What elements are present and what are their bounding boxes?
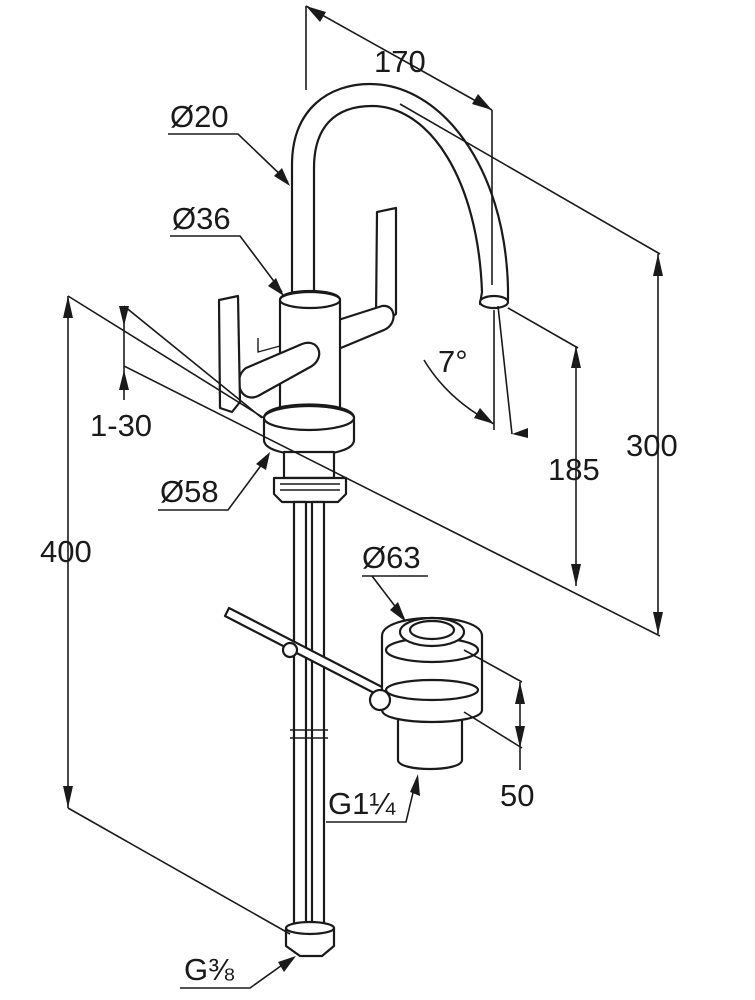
dim-7deg-arrow-a [474,408,494,424]
dim-300-arrow-b [653,612,663,634]
dim-50-ext-a [463,649,523,683]
right-lever-arm [330,304,395,352]
dim-g38-arrow [278,956,296,972]
label-total-height: 400 [40,534,92,569]
dimension-lines [63,5,663,989]
dim-185-arrow-b [571,564,581,586]
dim-d58-leader [158,455,269,511]
dim-400-arrow-a [63,296,73,318]
dim-d36-leader [170,235,283,293]
dim-1-30-arrow-a [119,306,129,326]
label-spout-angle: 7° [438,344,468,379]
hose-clip [290,729,328,739]
pop-up-waste [223,606,484,771]
waste-side-port [368,688,392,712]
dim-185-ext [507,307,579,349]
waste-lower-body [396,708,464,771]
label-spout-diameter: Ø20 [170,99,229,134]
dim-300-arrow-a [653,254,663,276]
dim-400-ext-bottom [67,807,291,935]
left-lever-pin [257,338,281,353]
dim-7deg-line [497,305,513,435]
nut-thread [280,483,340,491]
dim-400-ext-top [67,295,265,419]
rod-joint [281,641,299,659]
label-base-diameter: Ø58 [160,474,219,509]
deck-line-upper [123,305,263,419]
body-top [278,290,342,310]
right-lever [374,206,398,324]
dim-g114-arrow [410,774,420,796]
dim-400-arrow-b [63,786,73,808]
dim-170-arrow-b [472,94,492,110]
spout [290,82,510,306]
dimension-labels: 170 Ø20 Ø36 1-30 Ø58 400 7° 185 300 Ø63 … [40,44,678,987]
dim-170-line [305,5,493,111]
dim-d63-arrow [390,602,406,622]
deck-line-lower [123,365,661,637]
dim-50-ext-b [463,711,523,749]
dim-50-arrow-b [515,726,525,748]
dim-7deg-arrow-b [512,428,528,438]
label-outlet-height: 185 [548,452,600,487]
left-lever [217,294,242,414]
dim-d36-arrow [268,278,284,296]
label-supply-thread: G⅜ [184,952,234,987]
label-spout-reach: 170 [374,44,426,79]
dim-170-arrow-a [306,6,326,22]
label-thickness-range: 1-30 [90,408,152,443]
dim-50-arrow-a [515,682,525,704]
waste-ring [384,678,480,702]
supply-hose-right [310,500,326,928]
dim-g114-leader [326,779,417,823]
dim-d63-leader [362,575,428,619]
label-body-diameter: Ø36 [172,201,231,236]
supply-hose-left [292,500,308,928]
faucet [217,82,510,958]
dim-d20-leader [168,133,289,183]
base-top [262,404,356,432]
dim-300-ext [399,103,661,255]
spout-outlet [478,294,510,310]
connector-top [284,920,336,936]
dim-1-30-arrow-b [119,370,129,390]
label-waste-thread: G1¼ [328,786,396,821]
dim-d58-arrow [256,452,270,470]
label-waste-diameter: Ø63 [362,540,421,575]
waste-plug-cap [408,619,456,641]
shank [282,450,336,480]
label-spout-height: 300 [626,428,678,463]
dim-185-arrow-a [571,346,581,368]
label-waste-height: 50 [500,778,534,813]
dim-g38-leader [180,957,293,989]
dim-d20-arrow [274,168,290,186]
